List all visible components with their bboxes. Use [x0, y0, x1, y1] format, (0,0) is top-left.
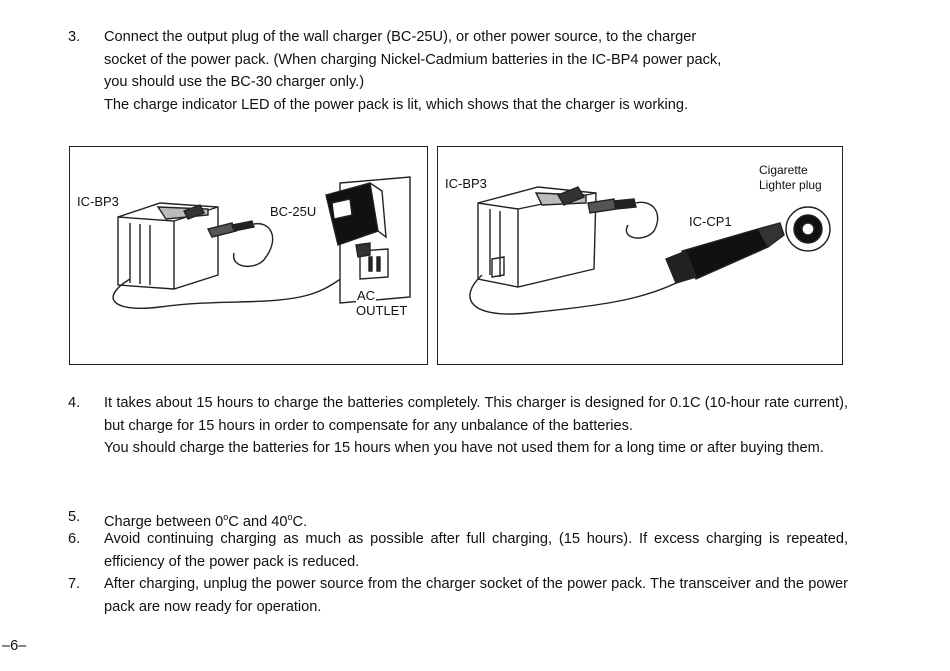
step-6: 6. Avoid continuing charging as much as …	[68, 528, 848, 573]
step-4: 4. It takes about 15 hours to charge the…	[68, 392, 848, 460]
lighter-label-line2: Lighter plug	[758, 178, 823, 192]
degree-symbol: o	[287, 512, 293, 522]
battery-pack-label: IC-BP3	[76, 194, 120, 209]
charger-label: BC-25U	[269, 204, 318, 219]
step-text: Avoid continuing charging as much as pos…	[104, 531, 848, 570]
battery-pack-icon	[117, 202, 239, 290]
step-5: 5. Charge between 0oC and 40oC.	[68, 506, 848, 534]
degree-symbol: o	[223, 512, 229, 522]
battery-pack-label: IC-BP3	[444, 176, 488, 191]
charger-adapter-icon	[325, 182, 387, 258]
step-3: 3. Connect the output plug of the wall c…	[68, 26, 848, 116]
lighter-plug-icon	[665, 222, 785, 284]
lighter-charger-illustration	[469, 186, 831, 315]
step-text: Charge between 0oC and 40oC.	[104, 512, 308, 530]
plug-icon	[587, 198, 637, 214]
step-text-line: Connect the output plug of the wall char…	[104, 29, 697, 45]
lighter-label-line1: Cigarette	[758, 163, 809, 177]
step-text-line: The charge indicator LED of the power pa…	[104, 96, 689, 113]
figure-lighter-charger: IC-BP3 IC-CP1 Cigarette Lighter plug	[437, 146, 843, 365]
page-number: –6–	[2, 638, 27, 654]
step-text: You should charge the batteries for 15 h…	[104, 440, 824, 456]
step-number: 4.	[68, 395, 81, 411]
step-number: 3.	[68, 29, 81, 45]
lighter-socket-icon	[785, 206, 831, 252]
wall-charger-illustration	[112, 176, 411, 309]
step-text: After charging, unplug the power source …	[104, 576, 848, 615]
step-7: 7. After charging, unplug the power sour…	[68, 573, 848, 618]
outlet-label-line1: AC	[356, 288, 377, 303]
step-text: It takes about 15 hours to charge the ba…	[104, 395, 848, 434]
outlet-label-line2: OUTLET	[355, 303, 409, 318]
step-text-line: you should use the BC-30 charger only.)	[104, 74, 365, 90]
step-number: 6.	[68, 531, 81, 547]
step-text-line: socket of the power pack. (When charging…	[104, 51, 722, 68]
cable-label: IC-CP1	[688, 214, 733, 229]
step-number: 5.	[68, 509, 81, 525]
figure-wall-charger: IC-BP3 BC-25U AC OUTLET	[69, 146, 428, 365]
battery-pack-icon	[477, 186, 597, 288]
step-number: 7.	[68, 576, 81, 592]
plug-icon	[206, 220, 255, 238]
